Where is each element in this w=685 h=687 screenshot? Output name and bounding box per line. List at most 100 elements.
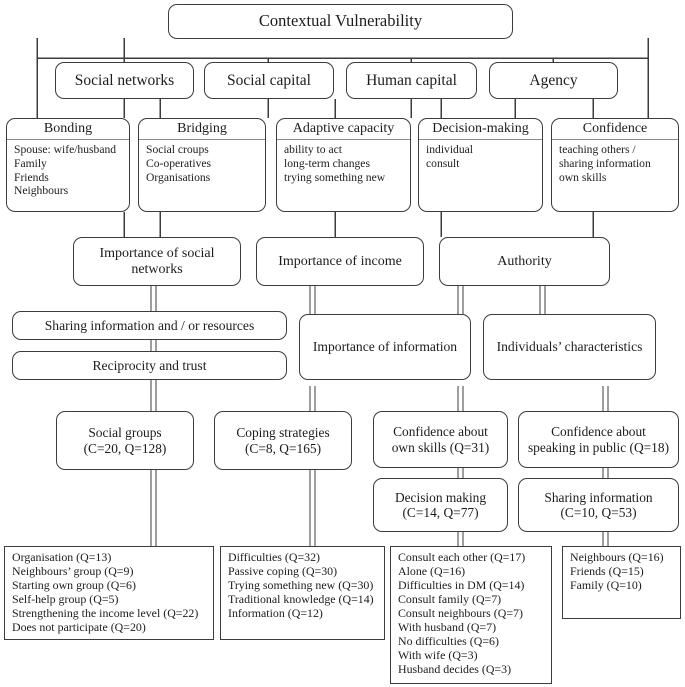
- node-decision-making-coded[interactable]: Decision making (C=14, Q=77): [373, 478, 508, 532]
- node-individuals-characteristics[interactable]: Individuals’ characteristics: [483, 314, 656, 380]
- node-bridging[interactable]: Bridging Social croups Co-operatives Org…: [138, 118, 266, 212]
- node-label-line1: Confidence about: [393, 424, 488, 440]
- list-item: With husband (Q=7): [398, 620, 497, 635]
- node-social-capital[interactable]: Social capital: [204, 62, 334, 99]
- node-label-line2: own skills (Q=31): [391, 439, 490, 455]
- list-item: Consult family (Q=7): [398, 592, 502, 607]
- list-item: sharing information: [559, 157, 651, 171]
- list-item: Trying something new (Q=30): [228, 578, 374, 593]
- node-coping-strategies[interactable]: Coping strategies (C=8, Q=165): [214, 411, 352, 470]
- list-item: Neighbours: [14, 184, 69, 198]
- node-agency[interactable]: Agency: [489, 62, 618, 99]
- node-label: Sharing information and / or resources: [44, 317, 255, 333]
- node-decision-making[interactable]: Decision-making individual consult: [418, 118, 543, 212]
- node-header: Bonding: [7, 119, 129, 141]
- node-items: ability to act long-term changes trying …: [277, 140, 410, 211]
- list-item: No difficulties (Q=6): [398, 634, 499, 649]
- node-items: Consult each other (Q=17) Alone (Q=16) D…: [391, 547, 551, 683]
- list-item: Alone (Q=16): [398, 564, 466, 579]
- node-items: teaching others / sharing information ow…: [552, 140, 678, 211]
- list-item: Consult neighbours (Q=7): [398, 606, 523, 621]
- list-item: Family: [14, 157, 47, 171]
- node-adaptive-capacity[interactable]: Adaptive capacity ability to act long-te…: [276, 118, 411, 212]
- list-item: Friends: [14, 170, 49, 184]
- list-item: Strengthening the income level (Q=22): [12, 606, 199, 621]
- list-item: trying something new: [284, 170, 386, 184]
- node-header: Decision-making: [419, 119, 542, 141]
- node-reciprocity-and-trust[interactable]: Reciprocity and trust: [12, 351, 287, 380]
- node-label: Decision making (C=14, Q=77): [374, 479, 507, 531]
- node-label: Agency: [529, 71, 578, 89]
- node-label-line2: (C=20, Q=128): [83, 440, 167, 456]
- node-authority[interactable]: Authority: [439, 237, 610, 286]
- list-item: With wife (Q=3): [398, 648, 478, 663]
- node-items: individual consult: [419, 140, 542, 211]
- list-item: Social croups: [146, 143, 209, 157]
- node-items: Organisation (Q=13) Neighbours’ group (Q…: [5, 547, 213, 639]
- list-item: Passive coping (Q=30): [228, 564, 338, 579]
- list-item: ability to act: [284, 143, 342, 157]
- node-label: Importance of income: [278, 253, 402, 269]
- node-sharing-information-detail[interactable]: Neighbours (Q=16) Friends (Q=15) Family …: [562, 546, 681, 619]
- list-item: Family (Q=10): [570, 578, 642, 593]
- list-item: Self-help group (Q=5): [12, 592, 119, 607]
- node-label: Social groups (C=20, Q=128): [57, 412, 193, 469]
- node-coping-strategies-detail[interactable]: Difficulties (Q=32) Passive coping (Q=30…: [220, 546, 385, 640]
- node-items: Social croups Co-operatives Organisation…: [139, 140, 265, 211]
- node-sharing-information-resources[interactable]: Sharing information and / or resources: [12, 311, 287, 340]
- node-bonding[interactable]: Bonding Spouse: wife/husband Family Frie…: [6, 118, 130, 212]
- list-item: Organisation (Q=13): [12, 550, 112, 564]
- node-label: Social networks: [74, 71, 175, 89]
- node-label: Reciprocity and trust: [92, 357, 207, 373]
- list-item: Difficulties in DM (Q=14): [398, 578, 525, 593]
- node-label: Contextual Vulnerability: [258, 11, 423, 31]
- node-social-groups[interactable]: Social groups (C=20, Q=128): [56, 411, 194, 470]
- node-label: Social capital: [227, 71, 311, 89]
- node-label: Importance of social networks: [99, 245, 215, 277]
- node-label: Authority: [497, 253, 552, 269]
- list-item: Starting own group (Q=6): [12, 578, 136, 593]
- node-label-line1: Sharing information: [544, 489, 653, 505]
- node-importance-of-information[interactable]: Importance of information: [299, 314, 471, 380]
- node-label: Individuals’ characteristics: [496, 339, 643, 355]
- list-item: own skills: [559, 170, 607, 184]
- node-label: Human capital: [366, 71, 457, 89]
- node-importance-of-income[interactable]: Importance of income: [256, 237, 424, 286]
- node-label: Confidence about speaking in public (Q=1…: [519, 412, 678, 467]
- node-label: Coping strategies (C=8, Q=165): [215, 412, 351, 469]
- node-confidence-speaking-public[interactable]: Confidence about speaking in public (Q=1…: [518, 411, 679, 468]
- node-confidence-own-skills[interactable]: Confidence about own skills (Q=31): [373, 411, 508, 468]
- list-item: Traditional knowledge (Q=14): [228, 592, 374, 607]
- list-item: Friends (Q=15): [570, 564, 644, 579]
- node-label-line2: speaking in public (Q=18): [527, 439, 670, 455]
- node-label-line2: (C=8, Q=165): [244, 440, 322, 456]
- node-decision-making-detail[interactable]: Consult each other (Q=17) Alone (Q=16) D…: [390, 546, 552, 684]
- node-header: Bridging: [139, 119, 265, 141]
- node-confidence[interactable]: Confidence teaching others / sharing inf…: [551, 118, 679, 212]
- node-label-line1: Coping strategies: [236, 425, 330, 441]
- node-importance-of-social-networks[interactable]: Importance of social networks: [73, 237, 241, 286]
- list-item: Organisations: [146, 170, 211, 184]
- node-label-line1: Social groups: [88, 425, 162, 441]
- node-social-groups-detail[interactable]: Organisation (Q=13) Neighbours’ group (Q…: [4, 546, 214, 640]
- node-label-line1: Confidence about: [551, 424, 646, 440]
- node-header: Adaptive capacity: [277, 119, 410, 141]
- node-social-networks[interactable]: Social networks: [55, 62, 194, 99]
- list-item: Does not participate (Q=20): [12, 620, 146, 635]
- node-human-capital[interactable]: Human capital: [346, 62, 477, 99]
- list-item: Neighbours (Q=16): [570, 550, 664, 564]
- node-sharing-information-coded[interactable]: Sharing information (C=10, Q=53): [518, 478, 679, 532]
- node-label-line2: (C=14, Q=77): [402, 505, 479, 520]
- node-header: Confidence: [552, 119, 678, 141]
- list-item: consult: [426, 157, 460, 171]
- list-item: Spouse: wife/husband: [14, 143, 117, 157]
- list-item: Co-operatives: [146, 157, 212, 171]
- list-item: Husband decides (Q=3): [398, 662, 512, 677]
- list-item: Difficulties (Q=32): [228, 550, 321, 564]
- node-items: Spouse: wife/husband Family Friends Neig…: [7, 140, 129, 211]
- node-contextual-vulnerability[interactable]: Contextual Vulnerability: [168, 4, 513, 39]
- list-item: long-term changes: [284, 157, 370, 171]
- node-label-line1: Decision making: [394, 489, 487, 505]
- list-item: individual: [426, 143, 474, 157]
- node-label: Sharing information (C=10, Q=53): [519, 479, 678, 531]
